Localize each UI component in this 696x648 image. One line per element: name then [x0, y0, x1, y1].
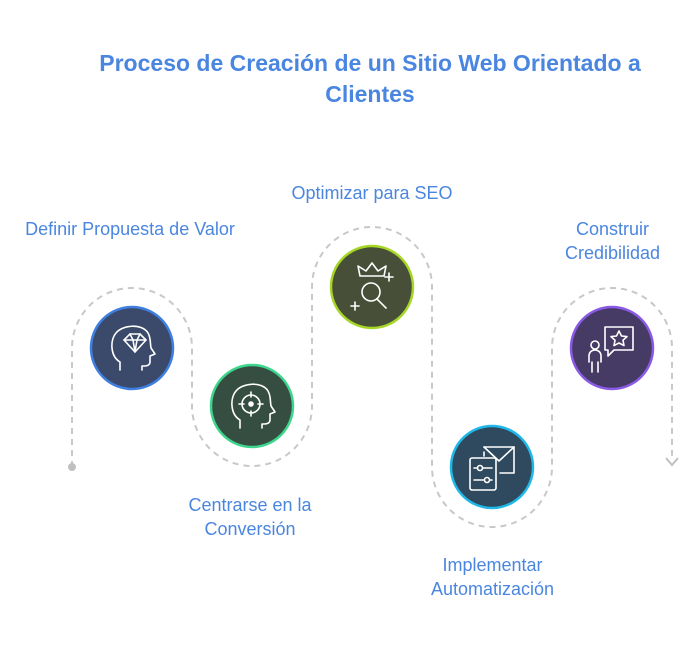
step-label-optimizar-seo: Optimizar para SEO	[291, 183, 453, 203]
step-node-definir-propuesta	[89, 305, 175, 391]
step-node-construir-credibilidad	[569, 305, 655, 391]
step-node-implementar-automatizacion	[449, 424, 535, 510]
target-head-icon	[231, 383, 276, 429]
diagram-title: Proceso de Creación de un Sitio Web Orie…	[99, 50, 641, 107]
step-node-optimizar-seo	[329, 244, 415, 330]
step-label-construir-credibilidad: Construir Credibilidad	[564, 219, 661, 263]
process-path	[71, 226, 673, 528]
step-node-centrarse-conversion	[209, 363, 295, 449]
path-end-arrow	[665, 457, 679, 467]
crown-search-icon	[350, 262, 394, 311]
step-label-centrarse-conversion: Centrarse en la Conversión	[188, 495, 312, 539]
step-label-implementar-automatizacion: Implementar Automatización	[430, 555, 555, 599]
person-star-icon	[588, 326, 634, 373]
step-label-definir-propuesta: Definir Propuesta de Valor	[25, 219, 235, 239]
envelope-sliders-icon	[469, 446, 515, 491]
path-start-dot	[68, 463, 76, 471]
diamond-head-icon	[111, 325, 156, 371]
